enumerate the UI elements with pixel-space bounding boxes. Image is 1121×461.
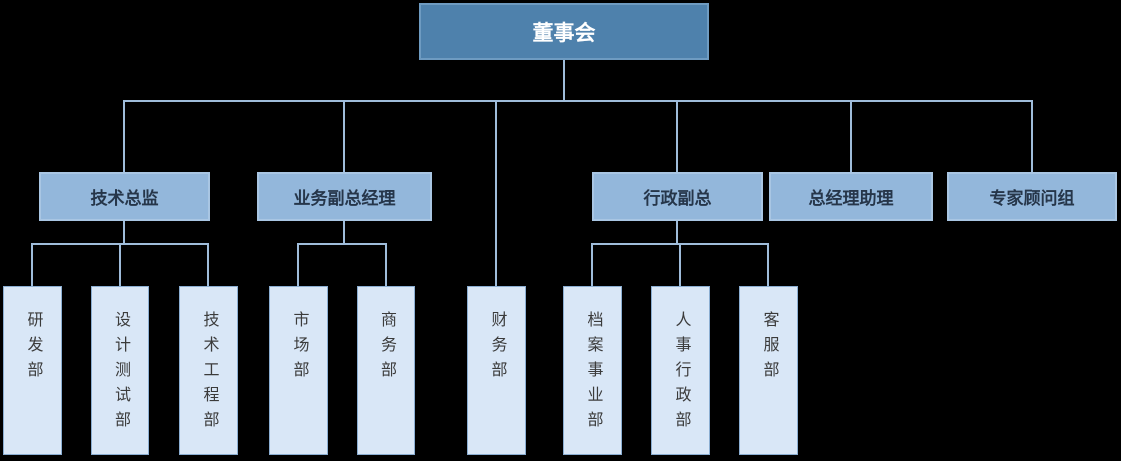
connector-drop-tech-eng-dept — [207, 243, 209, 286]
connector-drop-design-test-dept — [119, 243, 121, 286]
connector-drop-archives-dept — [591, 243, 593, 286]
org-node-design-test-dept[interactable]: 设计测试部 — [91, 286, 149, 455]
org-node-label: 技术总监 — [90, 189, 159, 208]
org-node-hr-admin-dept[interactable]: 人事行政部 — [651, 286, 710, 455]
org-node-label: 人事行政部 — [672, 311, 690, 436]
org-node-label: 业务副总经理 — [293, 189, 396, 208]
org-node-label: 董事会 — [532, 21, 596, 45]
org-node-commerce-dept[interactable]: 商务部 — [357, 286, 415, 455]
connector-root-stub — [563, 58, 565, 102]
org-node-archives-dept[interactable]: 档案事业部 — [563, 286, 622, 455]
org-node-finance-dept[interactable]: 财务部 — [467, 286, 526, 455]
org-node-label: 市场部 — [290, 311, 308, 386]
org-node-label: 商务部 — [378, 311, 395, 386]
org-node-board[interactable]: 董事会 — [419, 3, 709, 60]
org-node-label: 档案事业部 — [584, 311, 602, 436]
connector-main-bus — [123, 100, 1033, 102]
connector-drop-finance-dept — [495, 100, 497, 286]
connector-drop-expert-group — [1031, 100, 1033, 172]
org-node-label: 行政副总 — [643, 189, 712, 208]
org-node-marketing-dept[interactable]: 市场部 — [269, 286, 328, 455]
org-node-label: 总经理助理 — [808, 189, 894, 208]
org-node-label: 设计测试部 — [112, 311, 129, 436]
org-node-tech-director[interactable]: 技术总监 — [39, 172, 210, 221]
org-node-label: 技术工程部 — [200, 311, 218, 436]
connector-drop-marketing-dept — [297, 243, 299, 286]
org-node-expert-advisory-group[interactable]: 专家顾问组 — [947, 172, 1117, 221]
org-node-tech-eng-dept[interactable]: 技术工程部 — [179, 286, 238, 455]
connector-drop-tech-director — [123, 100, 125, 172]
connector-drop-gm-assistant — [850, 100, 852, 172]
org-node-label: 研发部 — [24, 311, 42, 386]
connector-drop-commerce-dept — [385, 243, 387, 286]
connector-drop-business-deputy — [343, 100, 345, 172]
connector-drop-hr-admin-dept — [679, 243, 681, 286]
connector-stub-tech-director — [123, 221, 125, 245]
org-node-label: 专家顾问组 — [989, 189, 1075, 208]
connector-subbus-business — [297, 243, 387, 245]
org-node-business-deputy-gm[interactable]: 业务副总经理 — [257, 172, 432, 221]
org-node-gm-assistant[interactable]: 总经理助理 — [769, 172, 933, 221]
org-node-rnd-dept[interactable]: 研发部 — [3, 286, 62, 455]
connector-drop-rnd-dept — [31, 243, 33, 286]
org-node-customer-service-dept[interactable]: 客服部 — [739, 286, 798, 455]
connector-stub-business-deputy — [343, 221, 345, 245]
org-node-label: 客服部 — [760, 311, 778, 386]
connector-drop-admin-deputy — [676, 100, 678, 172]
org-node-label: 财务部 — [488, 311, 506, 386]
org-node-admin-deputy-gm[interactable]: 行政副总 — [592, 172, 763, 221]
connector-stub-admin-deputy — [676, 221, 678, 245]
connector-drop-customer-service-dept — [767, 243, 769, 286]
